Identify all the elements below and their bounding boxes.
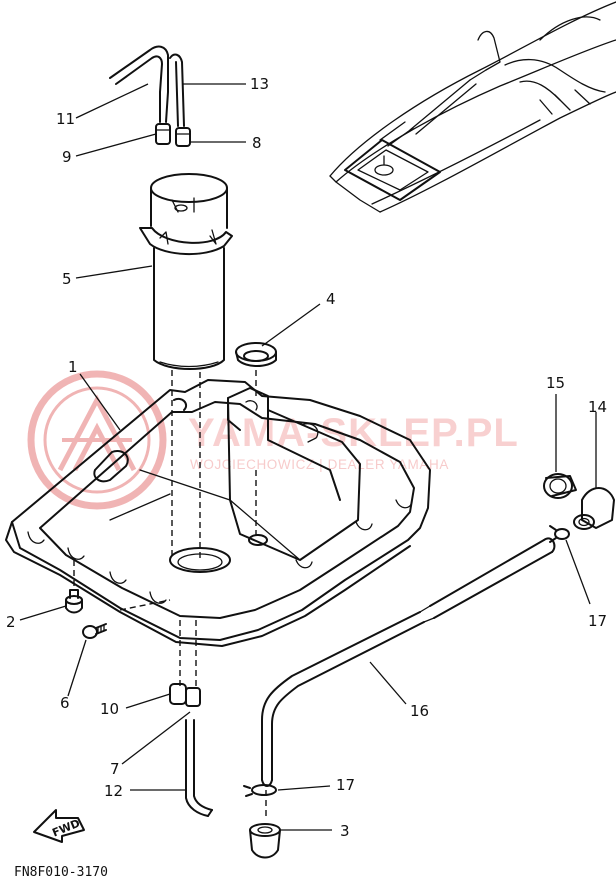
callout-8: 8 [252, 134, 262, 152]
callout-6: 6 [60, 694, 70, 712]
callout-17-upper: 17 [588, 612, 607, 630]
part-clamp-17-upper [549, 525, 570, 543]
part-tray [5, 379, 431, 647]
watermark: YAMA-SKLEP.PL WOJCIECHOWICZ | DEALER YAM… [27, 370, 519, 510]
watermark-logo-icon [27, 370, 167, 510]
callout-11: 11 [56, 110, 75, 128]
callout-5: 5 [62, 270, 72, 288]
callout-16: 16 [410, 702, 429, 720]
part-cap-15 [543, 473, 577, 499]
callout-1: 1 [68, 358, 78, 376]
fwd-arrow: FWD [33, 809, 85, 843]
part-hose-16 [261, 537, 556, 787]
part-hose-fitting-9 [155, 123, 171, 145]
watermark-main-text: YAMA-SKLEP.PL [188, 411, 519, 455]
part-clamp-17-lower [243, 784, 277, 797]
alignment-lines [73, 370, 257, 690]
watercraft-hull-outline [329, 1, 616, 213]
leader-lines [19, 83, 597, 831]
callout-15: 15 [546, 374, 565, 392]
callout-9: 9 [62, 148, 72, 166]
callout-2: 2 [6, 613, 16, 631]
part-drain-hose-12 [185, 719, 213, 817]
callout-4: 4 [326, 290, 336, 308]
part-hose-fitting-8 [175, 127, 191, 147]
part-breather-hose [109, 45, 185, 127]
callout-14: 14 [588, 398, 607, 416]
part-canister [139, 173, 233, 370]
callout-7: 7 [110, 760, 120, 778]
part-screw-2 [65, 589, 83, 614]
part-fitting-7 [185, 687, 201, 707]
fwd-label: FWD [50, 817, 82, 840]
callout-3: 3 [340, 822, 350, 840]
callout-13: 13 [250, 75, 269, 93]
part-screw-6 [82, 623, 107, 639]
part-grommet-4 [235, 342, 277, 367]
fwd-arrow-icon [33, 809, 85, 843]
callout-12: 12 [104, 782, 123, 800]
part-drain-grommet-3 [249, 823, 281, 859]
document-reference: FN8F010-3170 [14, 865, 108, 880]
callout-10: 10 [100, 700, 119, 718]
part-fitting-10 [169, 683, 187, 705]
part-elbow-fitting-14 [573, 487, 615, 530]
callout-17-lower: 17 [336, 776, 355, 794]
callout-labels: 11 13 9 8 5 4 1 2 6 10 7 12 17 3 16 15 1… [6, 75, 607, 840]
